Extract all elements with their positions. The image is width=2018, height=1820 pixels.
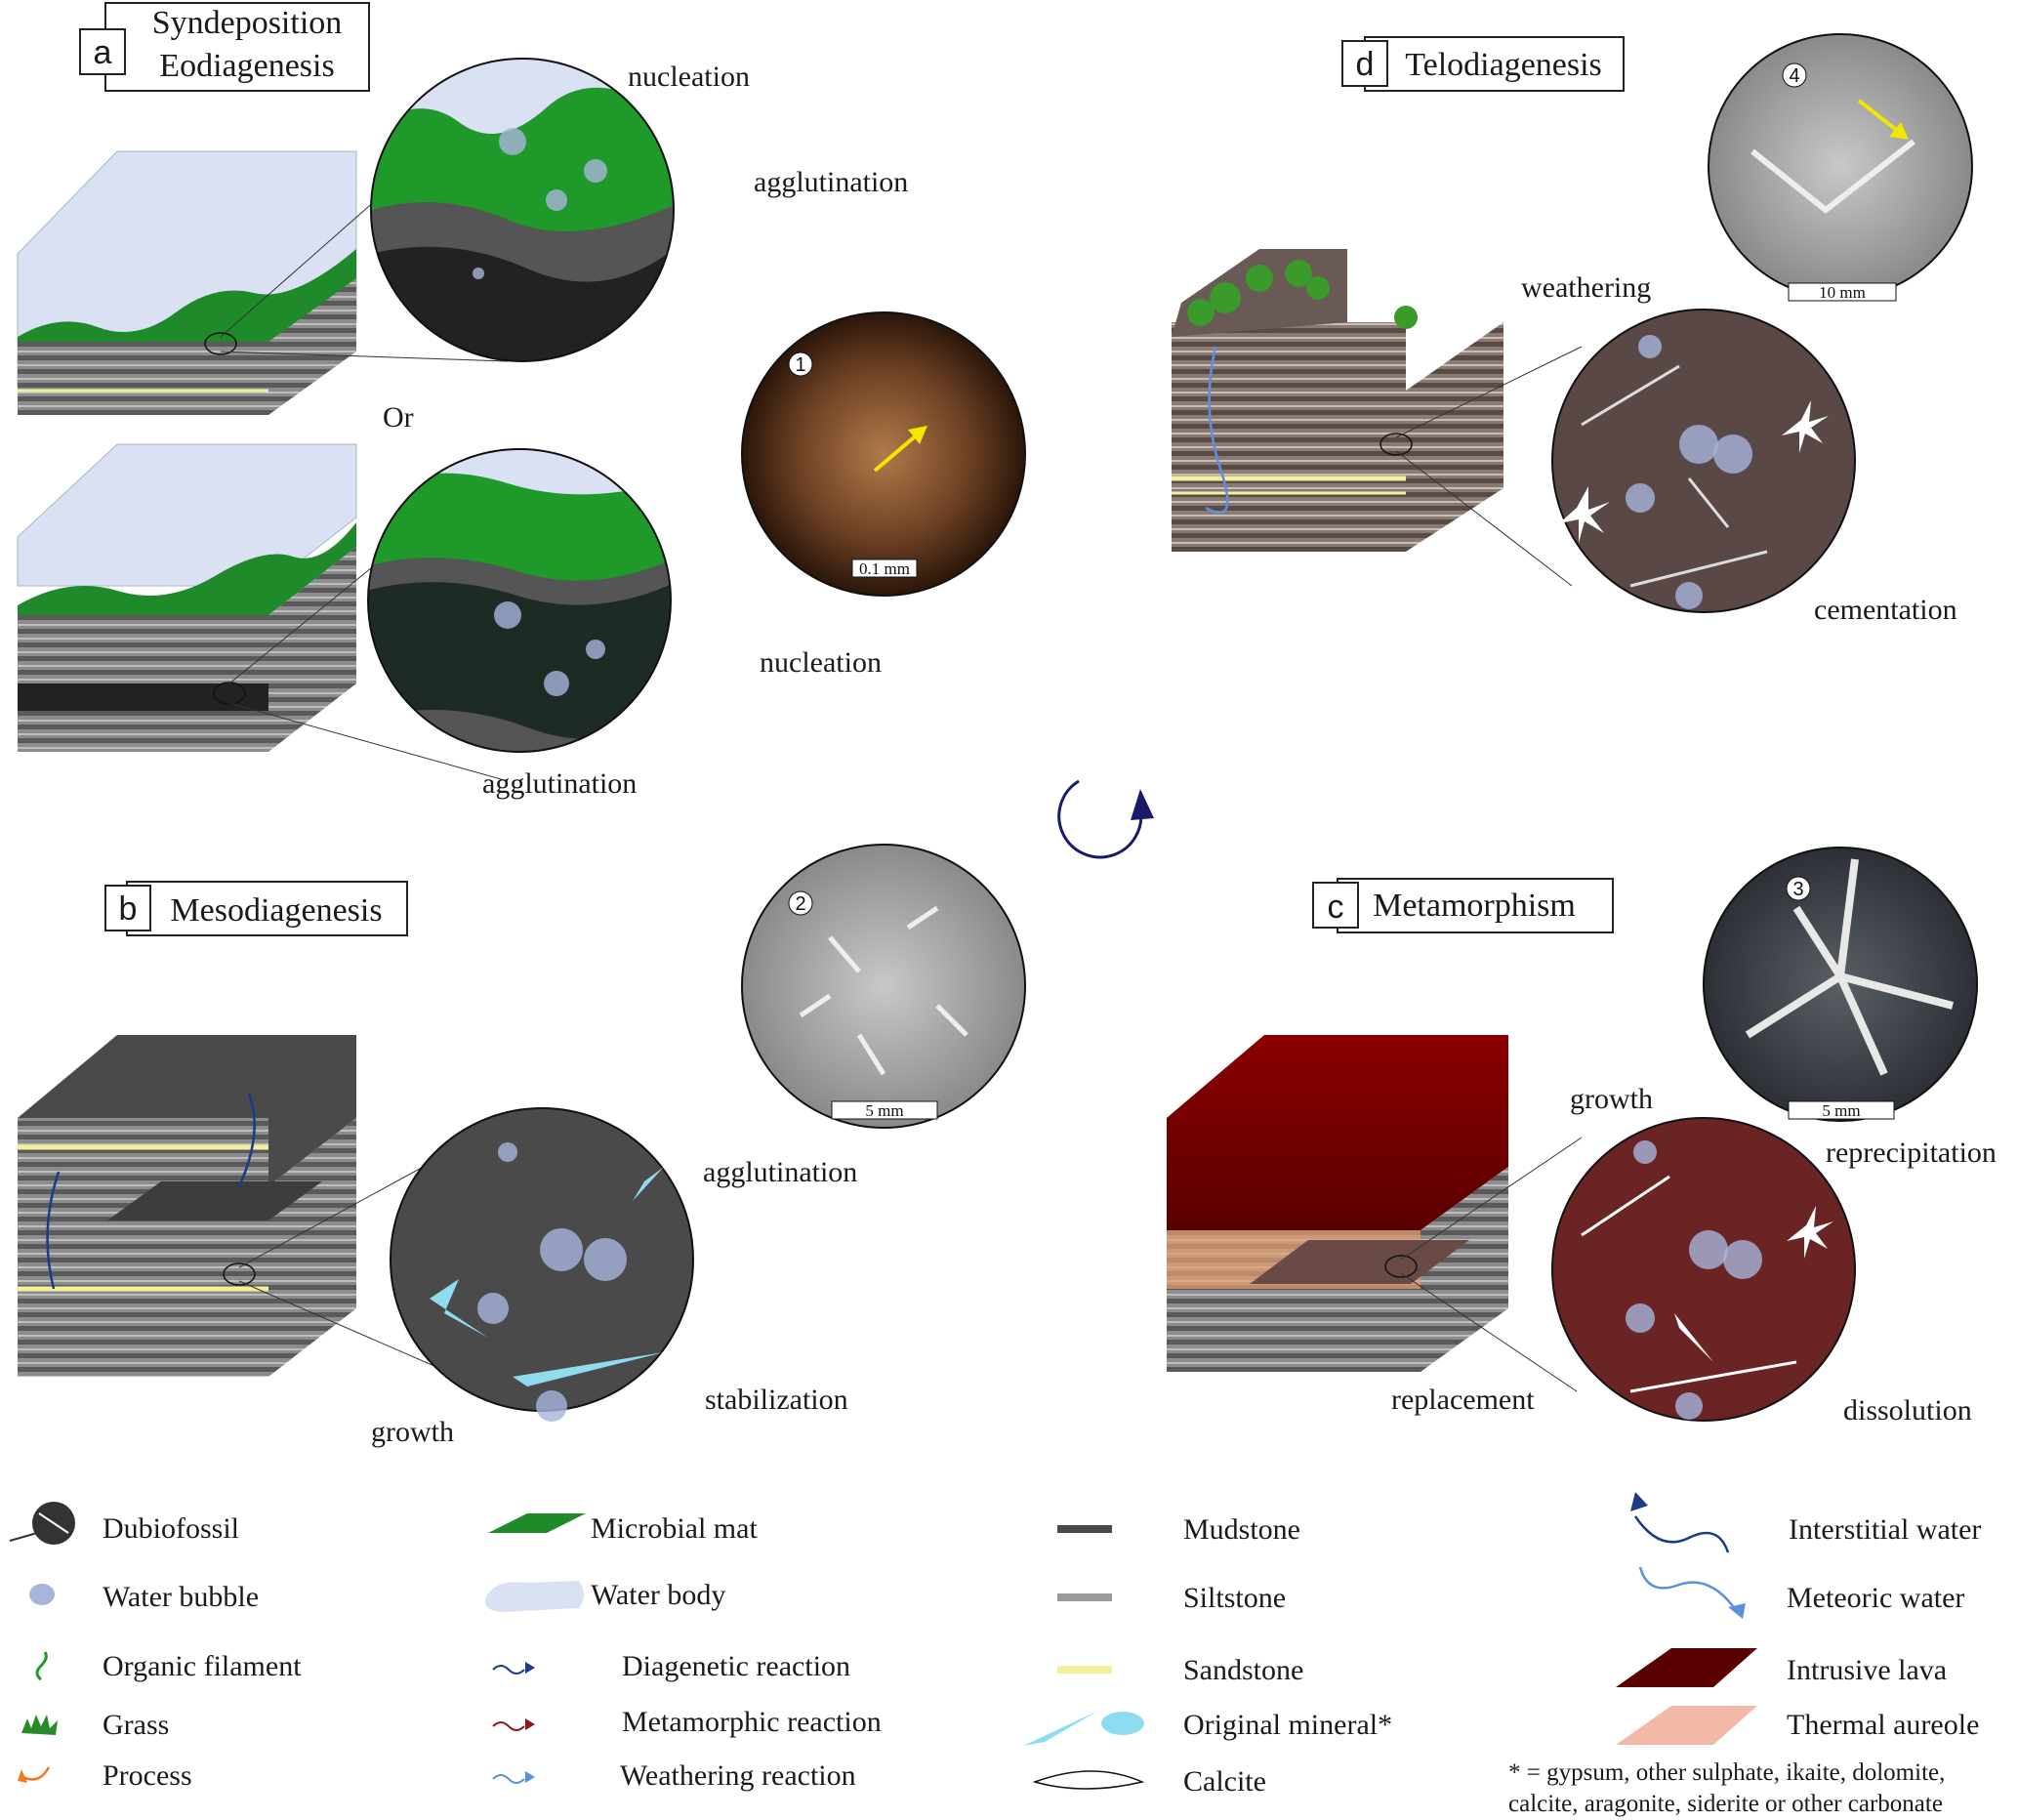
- panel-d-letter: d: [1356, 46, 1375, 83]
- legend-water-bubble: Water bubble: [103, 1581, 259, 1613]
- panel-c-letter: c: [1328, 889, 1344, 926]
- panel-a-title-line1: Syndeposition: [152, 5, 343, 41]
- water-body-swatch: [485, 1581, 584, 1612]
- panel-b: b Mesodiagenesis agglutination: [18, 881, 857, 1448]
- label-d-cementation: cementation: [1814, 594, 1957, 626]
- label-d-weathering: weathering: [1521, 271, 1651, 304]
- label-a-top-nucleation: nucleation: [628, 61, 750, 93]
- photo-2-scale: 5 mm: [865, 1101, 903, 1120]
- photo-4: 4 10 mm: [1708, 33, 1973, 302]
- photo-3-number: 3: [1792, 879, 1803, 900]
- organic-filament-icon: [35, 1651, 48, 1681]
- block-d: [1172, 249, 1503, 552]
- process-arrow-icon: [22, 1766, 51, 1781]
- panel-c-title: Metamorphism: [1373, 888, 1576, 924]
- photo-2: 2 5 mm: [741, 844, 1026, 1129]
- legend-weathering-reaction: Weathering reaction: [620, 1759, 856, 1792]
- label-a-top-agglutination: agglutination: [754, 166, 908, 198]
- label-b-agglutination: agglutination: [703, 1156, 857, 1188]
- thermal-aureole-swatch: [1616, 1706, 1757, 1745]
- panel-d-title: Telodiagenesis: [1405, 47, 1602, 83]
- label-b-stabilization: stabilization: [705, 1384, 848, 1416]
- photo-4-scale: 10 mm: [1819, 283, 1866, 302]
- legend-metamorphic-reaction: Metamorphic reaction: [622, 1706, 882, 1738]
- legend-organic-filament: Organic filament: [103, 1650, 302, 1682]
- legend-thermal-aureole: Thermal aureole: [1787, 1709, 1979, 1741]
- photo-1: 1 0.1 mm: [741, 311, 1026, 597]
- interstitial-water-icon: [1633, 1515, 1730, 1553]
- panel-b-letter: b: [119, 890, 138, 928]
- legend: Dubiofossil Water bubble Organic filamen…: [9, 1492, 1981, 1817]
- label-a-bot-agglutination: agglutination: [482, 767, 637, 800]
- legend-meteoric-water: Meteoric water: [1787, 1582, 1964, 1614]
- legend-sandstone: Sandstone: [1183, 1654, 1303, 1686]
- photo-3-scale: 5 mm: [1822, 1101, 1860, 1120]
- panel-c: c Metamorphism growth re: [1167, 878, 1997, 1427]
- legend-siltstone: Siltstone: [1183, 1582, 1286, 1614]
- legend-mudstone: Mudstone: [1183, 1513, 1300, 1546]
- legend-diagenetic-reaction: Diagenetic reaction: [622, 1650, 850, 1682]
- meteoric-water-icon: [1638, 1566, 1734, 1607]
- panel-a-letter: a: [94, 34, 112, 71]
- metamorphic-reaction-icon: [492, 1721, 525, 1731]
- sandstone-swatch: [1057, 1666, 1112, 1674]
- block-b: [18, 1035, 356, 1377]
- legend-original-mineral: Original mineral*: [1183, 1709, 1392, 1741]
- label-a-bot-nucleation: nucleation: [760, 646, 882, 679]
- zoom-circle-a-top: [370, 58, 675, 362]
- diagenetic-reaction-icon: [492, 1665, 525, 1675]
- label-c-growth: growth: [1570, 1083, 1653, 1115]
- photo-1-number: 1: [795, 354, 805, 376]
- block-a-bottom: [17, 443, 357, 752]
- panel-a-title-line2: Eodiagenesis: [159, 48, 334, 84]
- panel-d: d Telodiagenesis: [1172, 36, 1957, 626]
- legend-water-body: Water body: [591, 1579, 725, 1611]
- block-a-top: [17, 150, 357, 415]
- photo-3: 3 5 mm: [1703, 847, 1978, 1122]
- label-b-growth: growth: [371, 1416, 454, 1448]
- water-bubble-icon: [29, 1584, 55, 1605]
- photo-4-number: 4: [1789, 65, 1799, 87]
- siltstone-swatch: [1057, 1593, 1112, 1601]
- or-label: Or: [383, 401, 414, 434]
- grass-icon: [21, 1715, 58, 1735]
- legend-footnote-line1: * = gypsum, other sulphate, ikaite, dolo…: [1508, 1759, 1945, 1786]
- microbial-mat-swatch: [488, 1513, 586, 1533]
- legend-interstitial-water: Interstitial water: [1789, 1513, 1981, 1546]
- zoom-circle-c: [1551, 1117, 1856, 1422]
- zoom-circle-b: [390, 1107, 694, 1422]
- label-c-dissolution: dissolution: [1843, 1394, 1972, 1427]
- intrusive-lava-swatch: [1616, 1648, 1757, 1687]
- label-c-reprecipitation: reprecipitation: [1826, 1137, 1997, 1169]
- original-mineral-icon: [1023, 1711, 1144, 1746]
- photo-1-scale: 0.1 mm: [859, 559, 910, 578]
- dubiofossil-icon: [9, 1502, 75, 1545]
- panel-b-title: Mesodiagenesis: [170, 892, 382, 929]
- label-c-replacement: replacement: [1391, 1384, 1535, 1416]
- weathering-reaction-icon: [492, 1774, 525, 1784]
- legend-process: Process: [103, 1759, 192, 1792]
- cycle-arrow-icon: [1057, 779, 1154, 859]
- panel-a: a Syndeposition Eodiagenesis Or: [17, 2, 908, 800]
- legend-footnote-line2: calcite, aragonite, siderite or other ca…: [1508, 1791, 1943, 1817]
- legend-dubiofossil: Dubiofossil: [103, 1512, 239, 1545]
- zoom-circle-a-bottom: [367, 448, 672, 753]
- zoom-circle-d: [1551, 309, 1856, 613]
- legend-microbial-mat: Microbial mat: [591, 1512, 758, 1545]
- mudstone-swatch: [1057, 1525, 1112, 1533]
- legend-grass: Grass: [103, 1709, 169, 1741]
- calcite-icon: [1032, 1770, 1145, 1790]
- legend-calcite: Calcite: [1183, 1765, 1266, 1798]
- photo-2-number: 2: [795, 893, 805, 915]
- legend-intrusive-lava: Intrusive lava: [1787, 1654, 1947, 1686]
- block-c: [1167, 1035, 1508, 1372]
